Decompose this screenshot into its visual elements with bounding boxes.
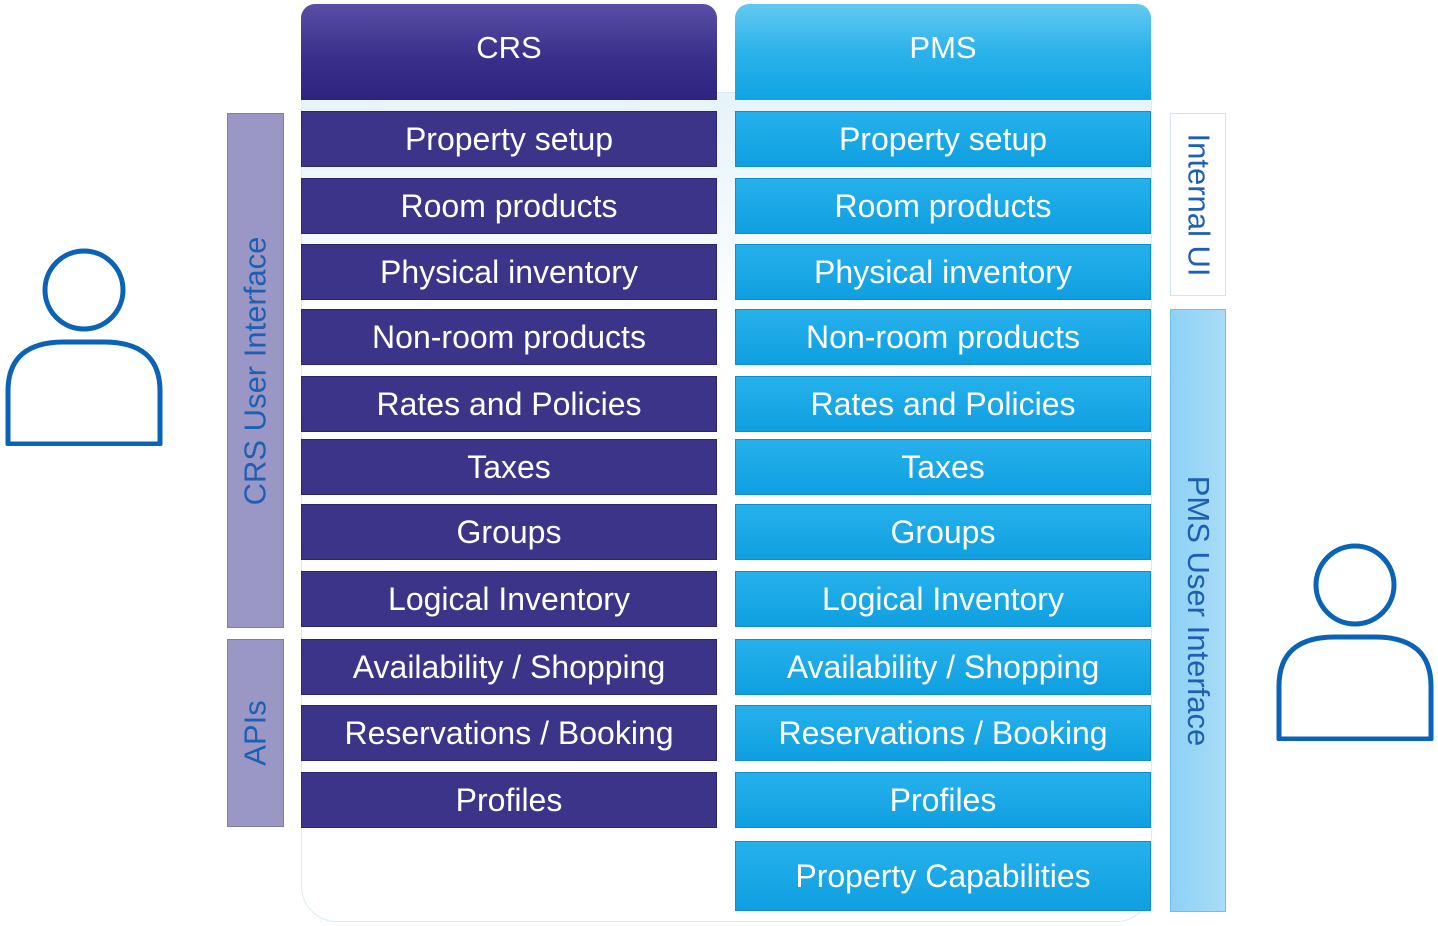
pms-row-reservations-booking: Reservations / Booking bbox=[735, 705, 1151, 761]
pms-row-room-products: Room products bbox=[735, 178, 1151, 234]
crs-row-reservations-booking: Reservations / Booking bbox=[301, 705, 717, 761]
crs-row-property-setup: Property setup bbox=[301, 111, 717, 167]
crs-row-non-room-products: Non-room products bbox=[301, 309, 717, 365]
crs-row-groups: Groups bbox=[301, 504, 717, 560]
crs-column-header: CRS bbox=[301, 4, 717, 100]
internal-ui-label: Internal UI bbox=[1181, 132, 1217, 277]
crs-row-taxes: Taxes bbox=[301, 439, 717, 495]
pms-row-rates-and-policies: Rates and Policies bbox=[735, 376, 1151, 432]
left-person-icon bbox=[5, 248, 163, 446]
crs-row-logical-inventory: Logical Inventory bbox=[301, 571, 717, 627]
pms-user-interface-label: PMS User Interface bbox=[1181, 475, 1217, 746]
crs-row-profiles: Profiles bbox=[301, 772, 717, 828]
pms-row-property-setup: Property setup bbox=[735, 111, 1151, 167]
pms-row-logical-inventory: Logical Inventory bbox=[735, 571, 1151, 627]
crs-row-physical-inventory: Physical inventory bbox=[301, 244, 717, 300]
pms-row-taxes: Taxes bbox=[735, 439, 1151, 495]
pms-row-availability-shopping: Availability / Shopping bbox=[735, 639, 1151, 695]
pms-row-non-room-products: Non-room products bbox=[735, 309, 1151, 365]
apis-band: APIs bbox=[227, 639, 284, 827]
pms-row-groups: Groups bbox=[735, 504, 1151, 560]
pms-row-property-capabilities: Property Capabilities bbox=[735, 841, 1151, 911]
crs-row-rates-and-policies: Rates and Policies bbox=[301, 376, 717, 432]
apis-label: APIs bbox=[237, 700, 273, 766]
crs-user-interface-label: CRS User Interface bbox=[237, 236, 273, 505]
right-person-icon bbox=[1276, 543, 1434, 741]
crs-row-availability-shopping: Availability / Shopping bbox=[301, 639, 717, 695]
internal-ui-band: Internal UI bbox=[1170, 113, 1226, 296]
crs-user-interface-band: CRS User Interface bbox=[227, 113, 284, 628]
pms-row-physical-inventory: Physical inventory bbox=[735, 244, 1151, 300]
pms-user-interface-band: PMS User Interface bbox=[1170, 309, 1226, 912]
pms-row-profiles: Profiles bbox=[735, 772, 1151, 828]
pms-column-header: PMS bbox=[735, 4, 1151, 100]
crs-row-room-products: Room products bbox=[301, 178, 717, 234]
